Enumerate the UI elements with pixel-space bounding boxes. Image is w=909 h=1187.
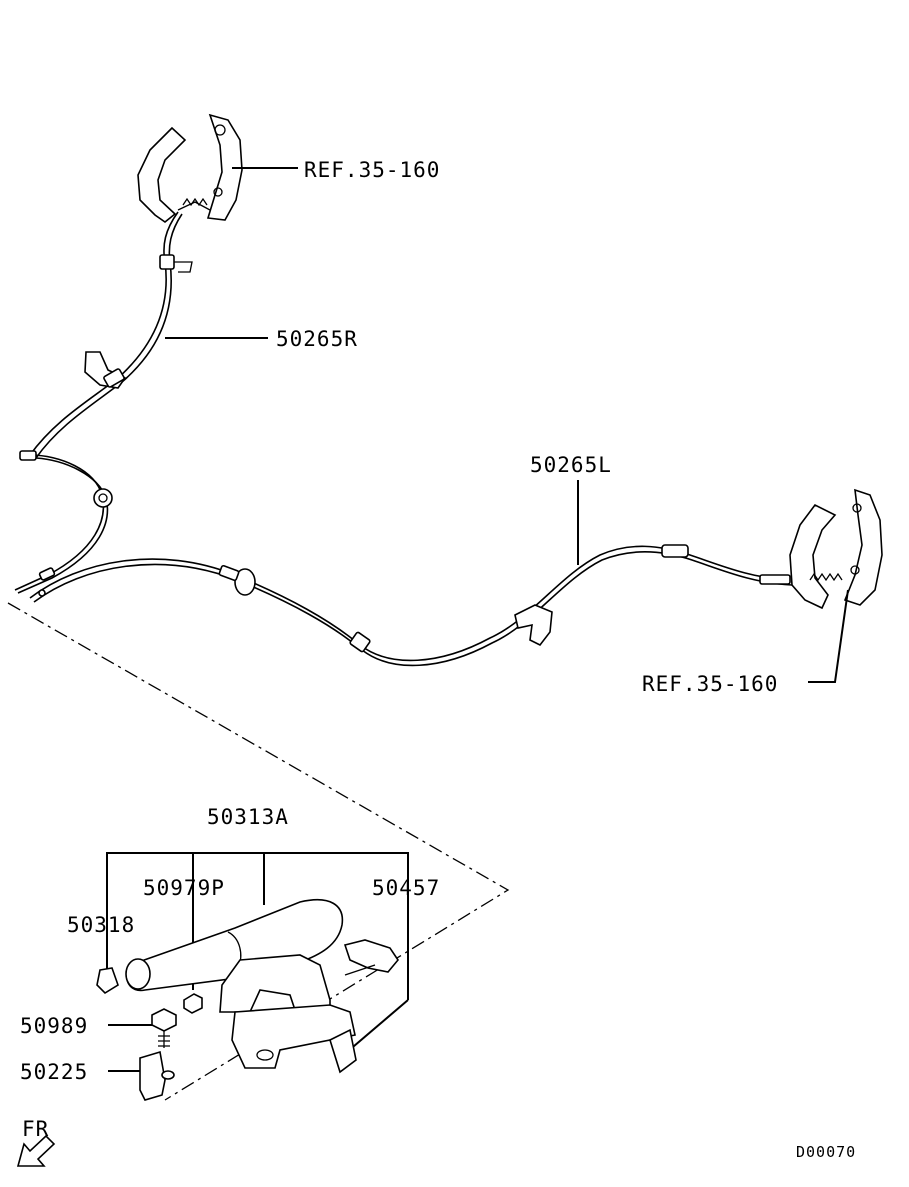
front-indicator: FR [16,1117,56,1167]
label-ref-top: REF.35-160 [304,158,440,182]
brake-shoe-right [789,488,883,610]
label-grip: 50979P [143,876,225,900]
parking-brake-lever-assy [96,898,399,1101]
cable-50265R [14,211,193,594]
label-ref-right: REF.35-160 [642,672,778,696]
drawing-code: D00070 [796,1143,856,1161]
label-bracket: 50457 [372,876,440,900]
brake-shoe-top [137,113,243,223]
label-cap: 50318 [67,913,135,937]
label-plate: 50225 [20,1060,88,1084]
label-cable-left: 50265L [530,453,612,477]
label-cable-right: 50265R [276,327,358,351]
front-arrow-icon [16,1134,56,1167]
label-lever-assy: 50313A [207,805,289,829]
label-bolt: 50989 [20,1014,88,1038]
cable-50265L [29,544,793,667]
